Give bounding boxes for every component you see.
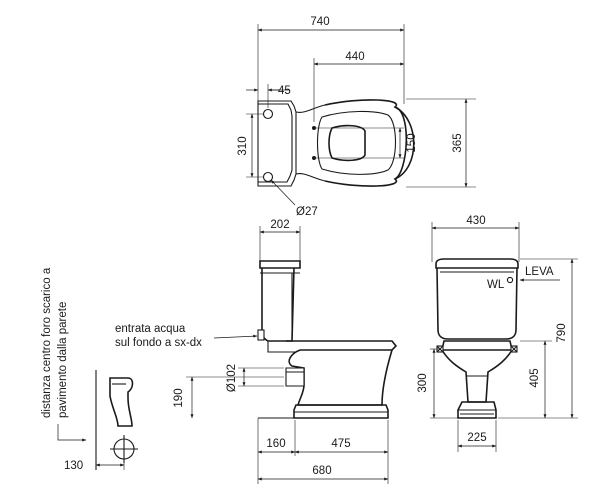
dim-front-base-width: 225 xyxy=(467,432,486,444)
dim-front-total-height: 790 xyxy=(556,323,568,342)
side-tank-body xyxy=(261,267,295,342)
front-lever-knob xyxy=(506,276,514,284)
dim-side-base-length: 475 xyxy=(331,438,350,450)
dim-top-width: 365 xyxy=(452,133,464,152)
dim-top-hole-diameter: Ø27 xyxy=(296,206,318,218)
outlet-detail-label-line2: pavimento dalla parete xyxy=(57,302,69,418)
front-fixing-marker-right xyxy=(510,345,518,353)
outlet-detail: distanza centro foro scarico a pavimento… xyxy=(41,267,138,472)
side-inlet-label-line1: entrata acqua xyxy=(115,323,186,335)
outlet-detail-elbow xyxy=(109,377,134,427)
top-view: 740 440 45 310 150 365 Ø27 xyxy=(237,16,476,218)
side-view: 202 entrata acqua sul fondo a sx-dx Ø102… xyxy=(115,219,398,484)
top-fixing-hole-upper xyxy=(262,108,274,120)
side-outlet-pipe xyxy=(285,367,305,387)
front-wl-label: WL xyxy=(487,279,505,291)
dim-front-pan-height: 300 xyxy=(417,373,429,392)
dim-side-outlet-offset: 160 xyxy=(266,438,285,450)
front-view: WL LEVA 430 790 xyxy=(417,215,578,452)
dim-side-outlet-diameter: Ø102 xyxy=(226,364,238,392)
dim-top-pan-length: 440 xyxy=(345,51,364,63)
dim-top-wall-offset: 45 xyxy=(278,85,291,97)
dim-side-total-depth: 680 xyxy=(312,465,331,477)
dim-outlet-detail-130: 130 xyxy=(64,460,83,472)
front-bowl-rim xyxy=(441,340,513,351)
dim-side-tank-depth: 202 xyxy=(270,219,289,231)
dim-top-seat-holes: 150 xyxy=(406,133,418,152)
top-bowl-opening xyxy=(328,124,366,162)
side-inlet-label-line2: sul fondo a sx-dx xyxy=(115,337,202,349)
top-bowl-outline xyxy=(324,99,415,187)
dim-side-outlet-height: 190 xyxy=(173,388,185,407)
dim-front-tank-width: 430 xyxy=(466,215,485,227)
dim-front-seat-height: 405 xyxy=(529,368,541,387)
side-bowl-rim xyxy=(286,340,398,351)
side-water-inlet xyxy=(257,329,265,341)
side-tank-lid xyxy=(259,260,301,269)
side-base xyxy=(293,404,389,419)
side-bowl-body xyxy=(288,349,393,406)
dim-top-fixing-spacing: 310 xyxy=(237,136,249,155)
front-lever-label: LEVA xyxy=(525,266,554,278)
front-tank-body xyxy=(436,267,518,340)
dim-top-overall-length: 740 xyxy=(310,16,329,28)
front-tank-lid xyxy=(435,258,519,269)
outlet-detail-label-line1: distanza centro foro scarico a xyxy=(41,267,53,418)
